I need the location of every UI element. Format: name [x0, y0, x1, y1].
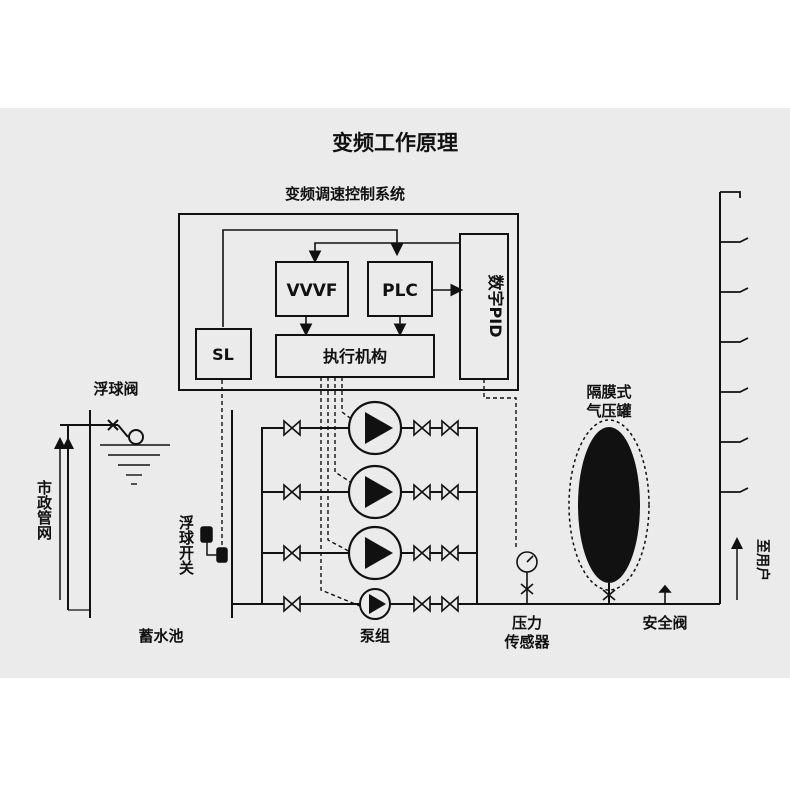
control-wiring	[222, 229, 464, 337]
inflow-arrows	[54, 437, 74, 600]
pump-3	[347, 525, 403, 581]
pid-block: 数字PID	[459, 233, 509, 380]
vvvf-block: VVVF	[275, 261, 349, 317]
float-switch-label: 浮球开关	[177, 514, 195, 576]
tank-label-1: 隔膜式	[586, 383, 631, 401]
pid-label: 数字PID	[486, 275, 505, 338]
pump-small	[359, 588, 391, 620]
pump-2	[347, 464, 403, 520]
pipework	[232, 192, 721, 605]
float-valve-icon	[107, 419, 144, 445]
pressure-gauge-icon	[516, 551, 538, 604]
tank-label-2: 气压罐	[585, 402, 631, 420]
pump-1	[347, 400, 403, 456]
reservoir	[60, 410, 233, 618]
diaphragm-tank	[568, 419, 650, 604]
float-valve-label: 浮球阀	[93, 380, 138, 398]
control-system-frame	[178, 213, 519, 391]
diagram-title: 变频工作原理	[332, 131, 458, 155]
actuator-block: 执行机构	[275, 334, 435, 378]
sl-label: SL	[212, 345, 234, 364]
riser-taps	[720, 191, 749, 493]
system-label: 变频调速控制系统	[285, 185, 405, 203]
pressure-sensor-label-1: 压力	[512, 614, 542, 632]
reservoir-label: 蓄水池	[138, 627, 183, 645]
pressure-sensor-label-2: 传感器	[503, 633, 550, 651]
float-switch-icon	[200, 526, 228, 563]
safety-valve-label: 安全阀	[642, 614, 687, 632]
pump-group-label: 泵组	[360, 627, 390, 645]
actuator-label: 执行机构	[323, 347, 387, 366]
vvvf-label: VVVF	[286, 281, 337, 301]
plc-label: PLC	[382, 281, 418, 301]
valves	[283, 419, 459, 613]
sl-block: SL	[195, 328, 252, 380]
diagram-paper	[0, 108, 790, 678]
safety-valve-icon	[658, 584, 672, 604]
to-users-label: 至用户	[754, 539, 771, 581]
plc-block: PLC	[367, 261, 433, 317]
municipal-pipe-label: 市政管网	[35, 479, 53, 541]
